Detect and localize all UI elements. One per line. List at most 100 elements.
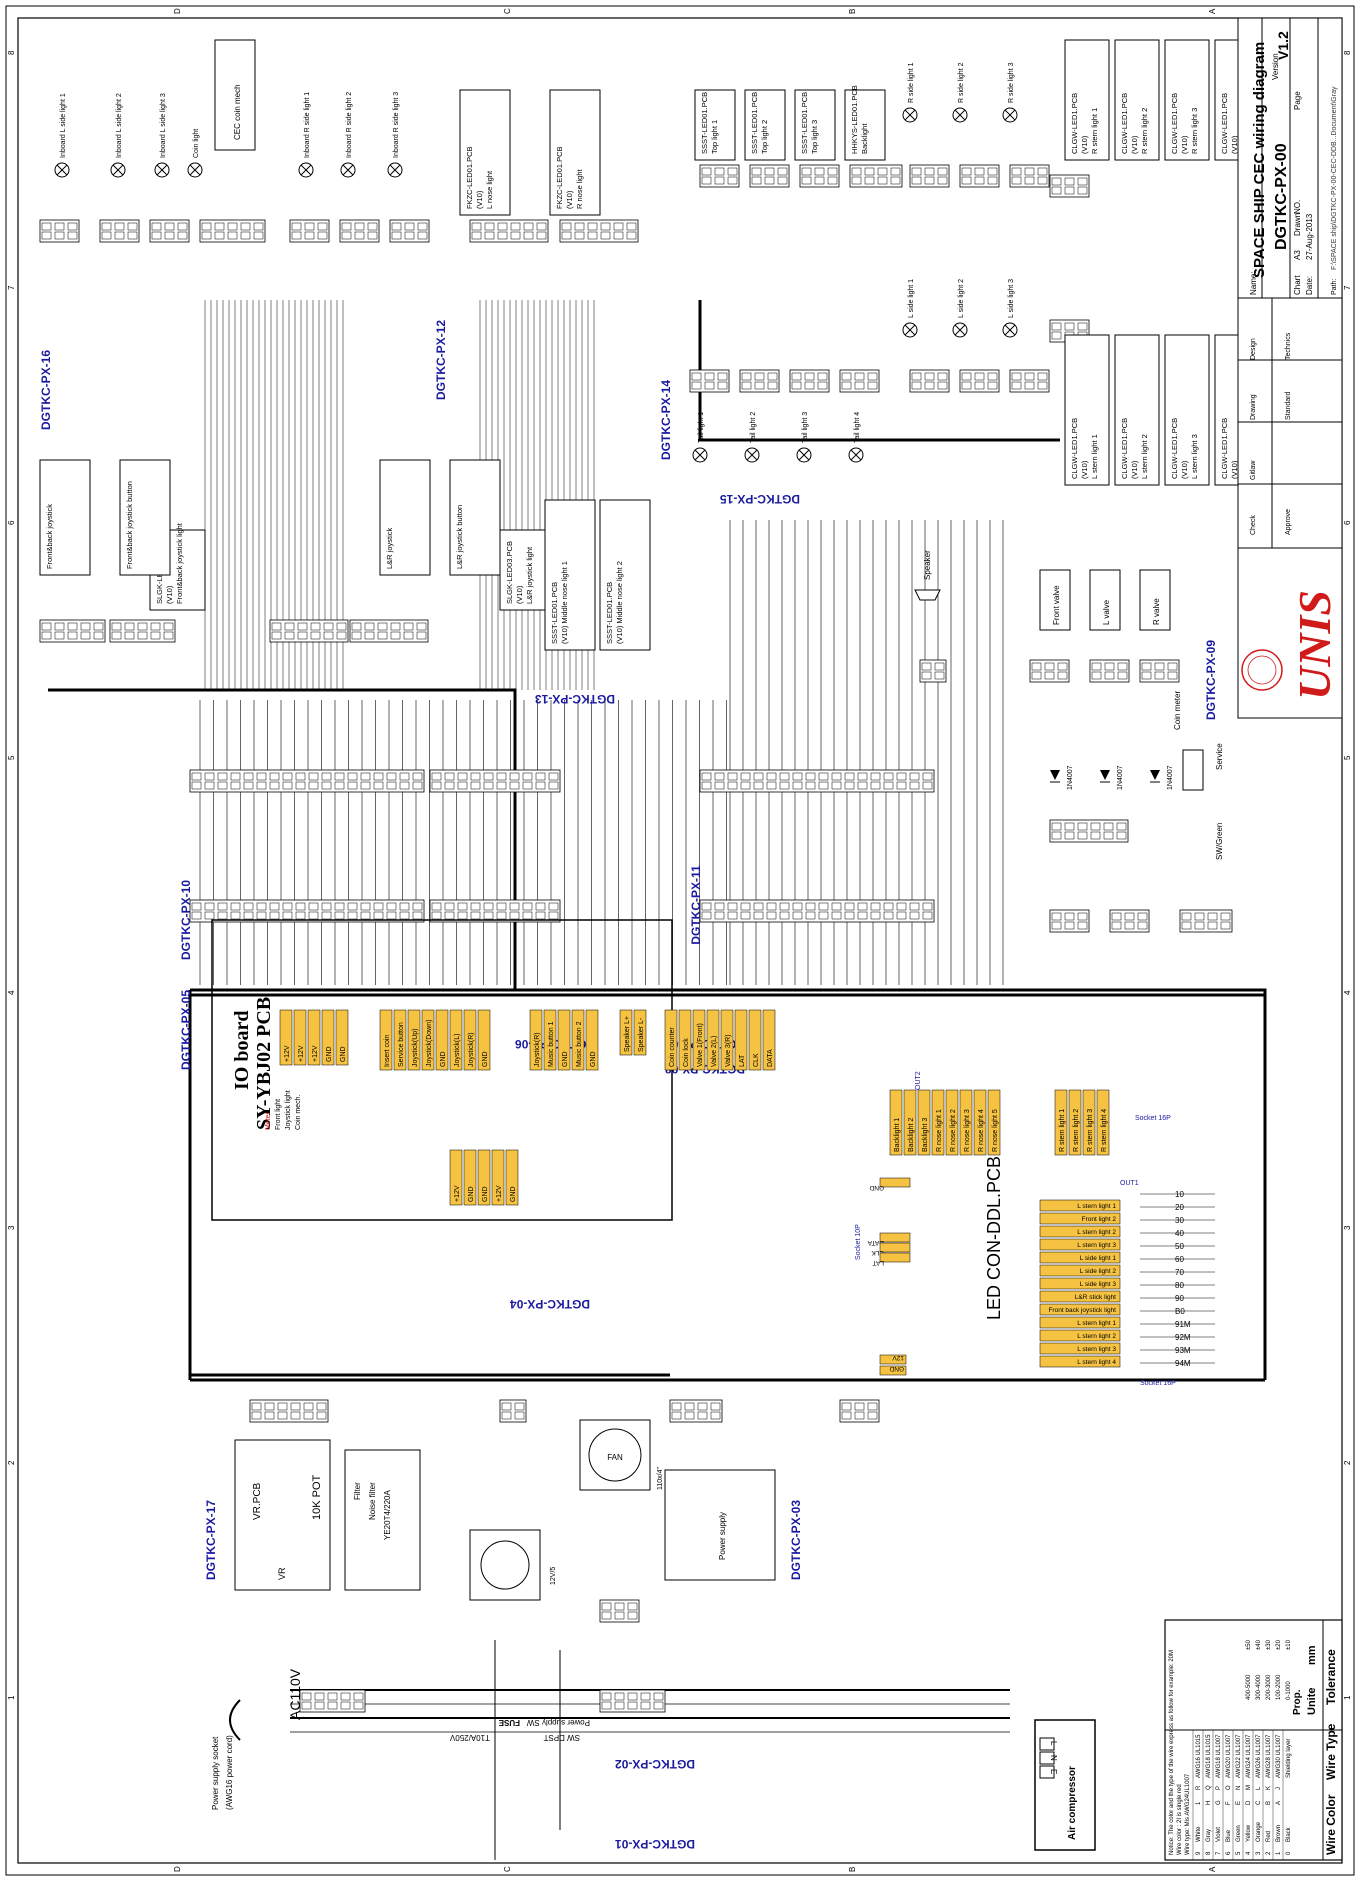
doc-number: DGTKC-PX-00 bbox=[1273, 143, 1290, 250]
wire-color-name: Orange bbox=[1256, 1821, 1262, 1842]
cable-label-dgtkc-px-15: DGTKC-PX-15 bbox=[720, 492, 800, 506]
connector-blocks bbox=[39, 164, 1233, 1713]
lamp-label: Inboard L side light 1 bbox=[60, 93, 67, 158]
pcb-label: R stern light 2 bbox=[1140, 108, 1149, 154]
lamp-inboard: Inboard R side light 3 bbox=[387, 92, 403, 178]
pin-label: R nose light 2 bbox=[950, 1109, 957, 1152]
wire-table-footer: Tolerance bbox=[1324, 1649, 1338, 1705]
pin-label: DATA bbox=[867, 1239, 884, 1246]
diagram-title: SPACE SHIP CEC wiring diagram bbox=[1251, 42, 1268, 278]
connector-j14 bbox=[189, 769, 425, 793]
wire-number: 40 bbox=[1175, 1229, 1184, 1238]
cable-label-dgtkc-px-13: DGTKC-PX-13 bbox=[535, 692, 615, 706]
wire-color-name: Red bbox=[1266, 1831, 1272, 1842]
pin-label: Joystick(R) bbox=[534, 1032, 541, 1067]
lamp-inboard: Inboard L side light 1 bbox=[54, 93, 70, 178]
io-board-pcb: SY-YBJ02 PCB bbox=[253, 997, 275, 1130]
grid-col-label: A bbox=[1208, 8, 1217, 14]
connector-j16 bbox=[699, 769, 935, 793]
pcb-label: L stern light 1 bbox=[1090, 434, 1099, 479]
io-note: Front light bbox=[275, 1099, 282, 1130]
wire-color-name: Green bbox=[1236, 1825, 1242, 1842]
grid-row-label: 8 bbox=[1343, 50, 1352, 55]
pcb-label: CLGW-LED1.PCB bbox=[1120, 93, 1129, 154]
cable-label-dgtkc-px-01: DGTKC-PX-01 bbox=[615, 1837, 695, 1851]
grid-row-label: 5 bbox=[1343, 755, 1352, 760]
connector-j42 bbox=[959, 164, 1000, 188]
tolerance-value: ±20 bbox=[1276, 1639, 1282, 1650]
cable-label-dgtkc-px-09: DGTKC-PX-09 bbox=[1204, 640, 1218, 720]
valve-label: Front valve bbox=[1052, 585, 1061, 625]
pcb-label: Top light 1 bbox=[710, 120, 719, 154]
connector-j10 bbox=[1049, 909, 1090, 933]
pcb-label: CLGW-LED1.PCB bbox=[1070, 93, 1079, 154]
connector-j04 bbox=[599, 1599, 640, 1623]
pcb-label: CLGW-LED1.PCB bbox=[1170, 93, 1179, 154]
io-note: Joystick light bbox=[285, 1090, 292, 1130]
terminal-label: E bbox=[1049, 1769, 1058, 1774]
lamp-tail: Tail light 4 bbox=[848, 412, 864, 463]
pin-label: Joystick(Up) bbox=[412, 1028, 419, 1067]
tolerance-value: ±40 bbox=[1256, 1639, 1262, 1650]
name-label: Name: bbox=[1249, 271, 1258, 295]
grid-row-label: 3 bbox=[7, 1225, 16, 1230]
wire-type-code: K bbox=[1266, 1786, 1272, 1790]
lamp-inboard: Inboard R side light 1 bbox=[298, 92, 314, 178]
grid-row-label: 3 bbox=[1343, 1225, 1352, 1230]
prop-label: Prop. bbox=[1292, 1689, 1303, 1715]
wire-color-name: Violet bbox=[1216, 1827, 1222, 1842]
grid-row-label: 4 bbox=[7, 990, 16, 995]
lamp-label: Inboard L side light 3 bbox=[160, 93, 167, 158]
pcb-label: R stern light 1 bbox=[1090, 108, 1099, 154]
pcb-label: Backlight bbox=[860, 123, 869, 154]
pcb-label: HHKYS-LED01.PCB bbox=[850, 85, 859, 154]
grid-col-label: D bbox=[173, 8, 182, 14]
pin-label: Joystick(R) bbox=[468, 1032, 475, 1067]
wire-color-table: Notice: The color and the type of the wi… bbox=[1164, 1619, 1343, 1861]
wire-type-code: O bbox=[1226, 1785, 1232, 1790]
coin-meter-label: Coin meter bbox=[1173, 691, 1182, 730]
socket-label: Socket 16P bbox=[1135, 1115, 1171, 1122]
pcb-label: (V10) bbox=[165, 585, 174, 604]
pcb-middle-nose-1: SSST-LED01.PCB(V10) Middle nose light 1 bbox=[544, 499, 596, 651]
fan-label: FAN bbox=[607, 1453, 623, 1462]
grid-col-label: B bbox=[848, 9, 857, 14]
lamp-r-side: R side light 2 bbox=[952, 62, 968, 123]
pcb-label: R stern light 3 bbox=[1190, 108, 1199, 154]
diode-label: 1N4007 bbox=[1167, 765, 1174, 790]
pcb-l-stern: CLGW-LED1.PCB(V10)L stern light 2 bbox=[1114, 334, 1160, 486]
grid-row-label: 4 bbox=[1343, 990, 1352, 995]
date-value: 27-Aug-2013 bbox=[1305, 213, 1314, 260]
pin-label: Joystick(L) bbox=[454, 1034, 461, 1067]
tolerance-range: 200-3000 bbox=[1266, 1674, 1272, 1700]
unit-label: Unite bbox=[1306, 1688, 1318, 1716]
role-label: Gitlaw bbox=[1250, 460, 1257, 480]
socket-label: Socket 16P bbox=[1140, 1380, 1176, 1387]
pin-label: GND bbox=[440, 1051, 447, 1067]
pcb-label: SSST-LED01.PCB bbox=[700, 92, 709, 154]
pcb-label: (V10) bbox=[1080, 135, 1089, 154]
pcb-label: (V10) bbox=[1230, 135, 1239, 154]
wire-type-name: AWG18 UL1015 bbox=[1206, 1734, 1212, 1778]
grid-col-label: D bbox=[173, 1866, 182, 1872]
wire-color-name: White bbox=[1196, 1826, 1202, 1842]
cable-label-dgtkc-px-10: DGTKC-PX-10 bbox=[179, 880, 193, 960]
valve: R valve bbox=[1139, 569, 1171, 631]
pcb-label: CLGW-LED1.PCB bbox=[1220, 418, 1229, 479]
wire-number: 94M bbox=[1175, 1359, 1191, 1368]
grid-col-label: B bbox=[848, 1867, 857, 1872]
pcb-r-stern: CLGW-LED1.PCB(V10)R stern light 3 bbox=[1164, 39, 1210, 161]
connector-j43 bbox=[1009, 164, 1050, 188]
